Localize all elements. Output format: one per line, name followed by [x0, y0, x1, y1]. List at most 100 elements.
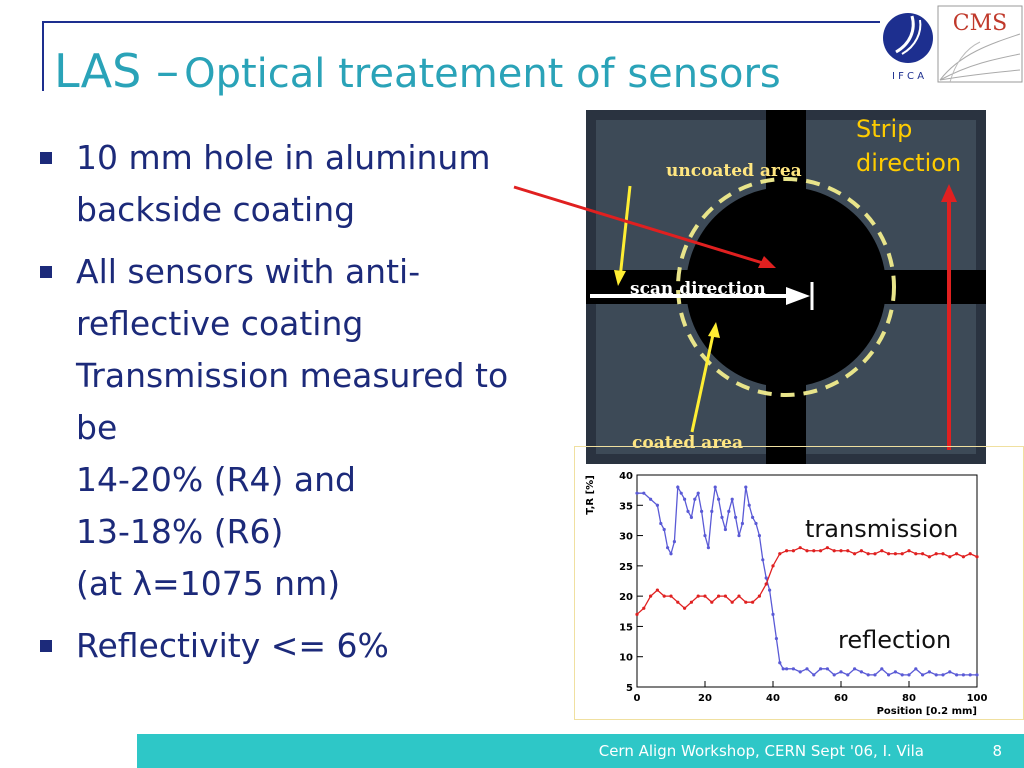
uncoated-area-label: uncoated area: [666, 161, 802, 181]
bullet-line: 14-20% (R4) and: [76, 460, 356, 499]
bullet-line: reflective coating: [76, 304, 364, 343]
cms-logo: CMS: [937, 5, 1023, 83]
data-point-reflection: [853, 552, 857, 556]
data-point-transmission: [713, 485, 717, 489]
data-point-transmission: [649, 497, 653, 501]
transmission-label: transmission: [805, 515, 959, 543]
page-number: 8: [992, 742, 1002, 760]
data-point-reflection: [927, 555, 931, 559]
data-point-transmission: [706, 546, 710, 550]
data-point-transmission: [686, 509, 690, 513]
data-point-transmission: [683, 497, 687, 501]
data-point-reflection: [764, 582, 768, 586]
data-point-transmission: [907, 673, 911, 677]
data-point-transmission: [955, 673, 959, 677]
data-point-transmission: [727, 509, 731, 513]
scan-direction-label: scan direction: [630, 279, 766, 299]
data-point-transmission: [893, 670, 897, 674]
y-tick-label: 35: [619, 501, 633, 512]
data-point-transmission: [737, 533, 741, 538]
data-point-reflection: [907, 549, 911, 553]
data-point-transmission: [672, 540, 676, 544]
data-point-transmission: [659, 521, 663, 526]
data-point-reflection: [757, 594, 761, 598]
data-point-transmission: [669, 552, 673, 556]
bullet-line: 13-18% (R6): [76, 512, 284, 551]
data-point-reflection: [744, 600, 748, 604]
bullet-line: Transmission measured to: [76, 356, 509, 395]
data-point-reflection: [751, 600, 755, 604]
x-tick-label: 0: [634, 693, 641, 704]
data-point-reflection: [703, 594, 707, 598]
data-point-transmission: [744, 485, 748, 489]
data-point-transmission: [934, 673, 938, 677]
data-point-reflection: [975, 555, 979, 559]
data-point-transmission: [751, 515, 755, 519]
plot-frame: [636, 474, 978, 688]
bullet-line: be: [76, 408, 118, 447]
data-point-reflection: [798, 546, 802, 550]
y-tick-label: 25: [619, 562, 633, 573]
data-point-transmission: [703, 533, 707, 538]
bullet-item: Reflectivity <= 6%: [36, 620, 576, 672]
data-point-reflection: [941, 552, 945, 556]
data-point-reflection: [676, 600, 680, 604]
data-point-transmission: [873, 673, 877, 677]
data-point-transmission: [859, 670, 863, 674]
bullet-line: All sensors with anti-: [76, 252, 421, 291]
data-point-transmission: [825, 667, 829, 671]
y-axis-label: T,R [%]: [585, 475, 596, 515]
data-point-reflection: [689, 600, 693, 604]
data-point-reflection: [710, 600, 714, 604]
strip-direction-line: direction: [856, 149, 962, 177]
data-point-transmission: [635, 491, 639, 495]
ifca-logo: I F C A: [883, 13, 933, 82]
data-point-reflection: [683, 606, 687, 610]
data-point-transmission: [846, 673, 850, 677]
data-point-reflection: [880, 549, 884, 553]
x-tick-label: 20: [698, 693, 712, 704]
data-point-transmission: [921, 673, 925, 677]
data-point-transmission: [655, 503, 659, 507]
x-tick-label: 60: [834, 693, 848, 704]
data-point-transmission: [679, 491, 683, 495]
data-point-reflection: [696, 594, 700, 598]
data-point-transmission: [757, 533, 761, 538]
data-point-transmission: [948, 670, 952, 674]
data-point-transmission: [710, 509, 714, 513]
data-point-reflection: [819, 549, 823, 553]
data-point-reflection: [921, 552, 925, 556]
data-point-transmission: [805, 667, 809, 671]
data-point-transmission: [740, 521, 744, 526]
data-point-transmission: [975, 673, 979, 677]
data-point-reflection: [778, 552, 782, 556]
data-point-transmission: [839, 670, 843, 674]
title-main: LAS –: [54, 44, 179, 98]
x-axis-label: Position [0.2 mm]: [877, 706, 977, 717]
data-point-transmission: [676, 485, 680, 489]
data-point-transmission: [866, 673, 870, 677]
y-tick-label: 5: [626, 683, 633, 694]
data-point-reflection: [968, 552, 972, 556]
data-point-transmission: [798, 670, 802, 674]
footer-text: Cern Align Workshop, CERN Sept '06, I. V…: [598, 742, 924, 760]
data-point-reflection: [649, 594, 653, 598]
data-point-transmission: [764, 576, 768, 580]
data-point-reflection: [737, 594, 741, 598]
data-point-reflection: [723, 594, 727, 598]
data-point-reflection: [825, 546, 829, 550]
data-point-reflection: [887, 552, 891, 556]
title-frame-top-line: [42, 21, 880, 23]
strip-direction-line: Strip: [856, 115, 913, 143]
data-point-reflection: [785, 549, 789, 553]
x-tick-label: 80: [902, 693, 916, 704]
data-point-reflection: [812, 549, 816, 553]
bullet-item: All sensors with anti- reflective coatin…: [36, 246, 576, 610]
reflection-label: reflection: [838, 626, 952, 654]
data-point-transmission: [696, 491, 700, 495]
data-point-transmission: [853, 667, 857, 671]
data-point-transmission: [771, 612, 775, 616]
data-point-reflection: [955, 552, 959, 556]
data-point-transmission: [734, 515, 738, 519]
data-point-transmission: [832, 673, 836, 677]
